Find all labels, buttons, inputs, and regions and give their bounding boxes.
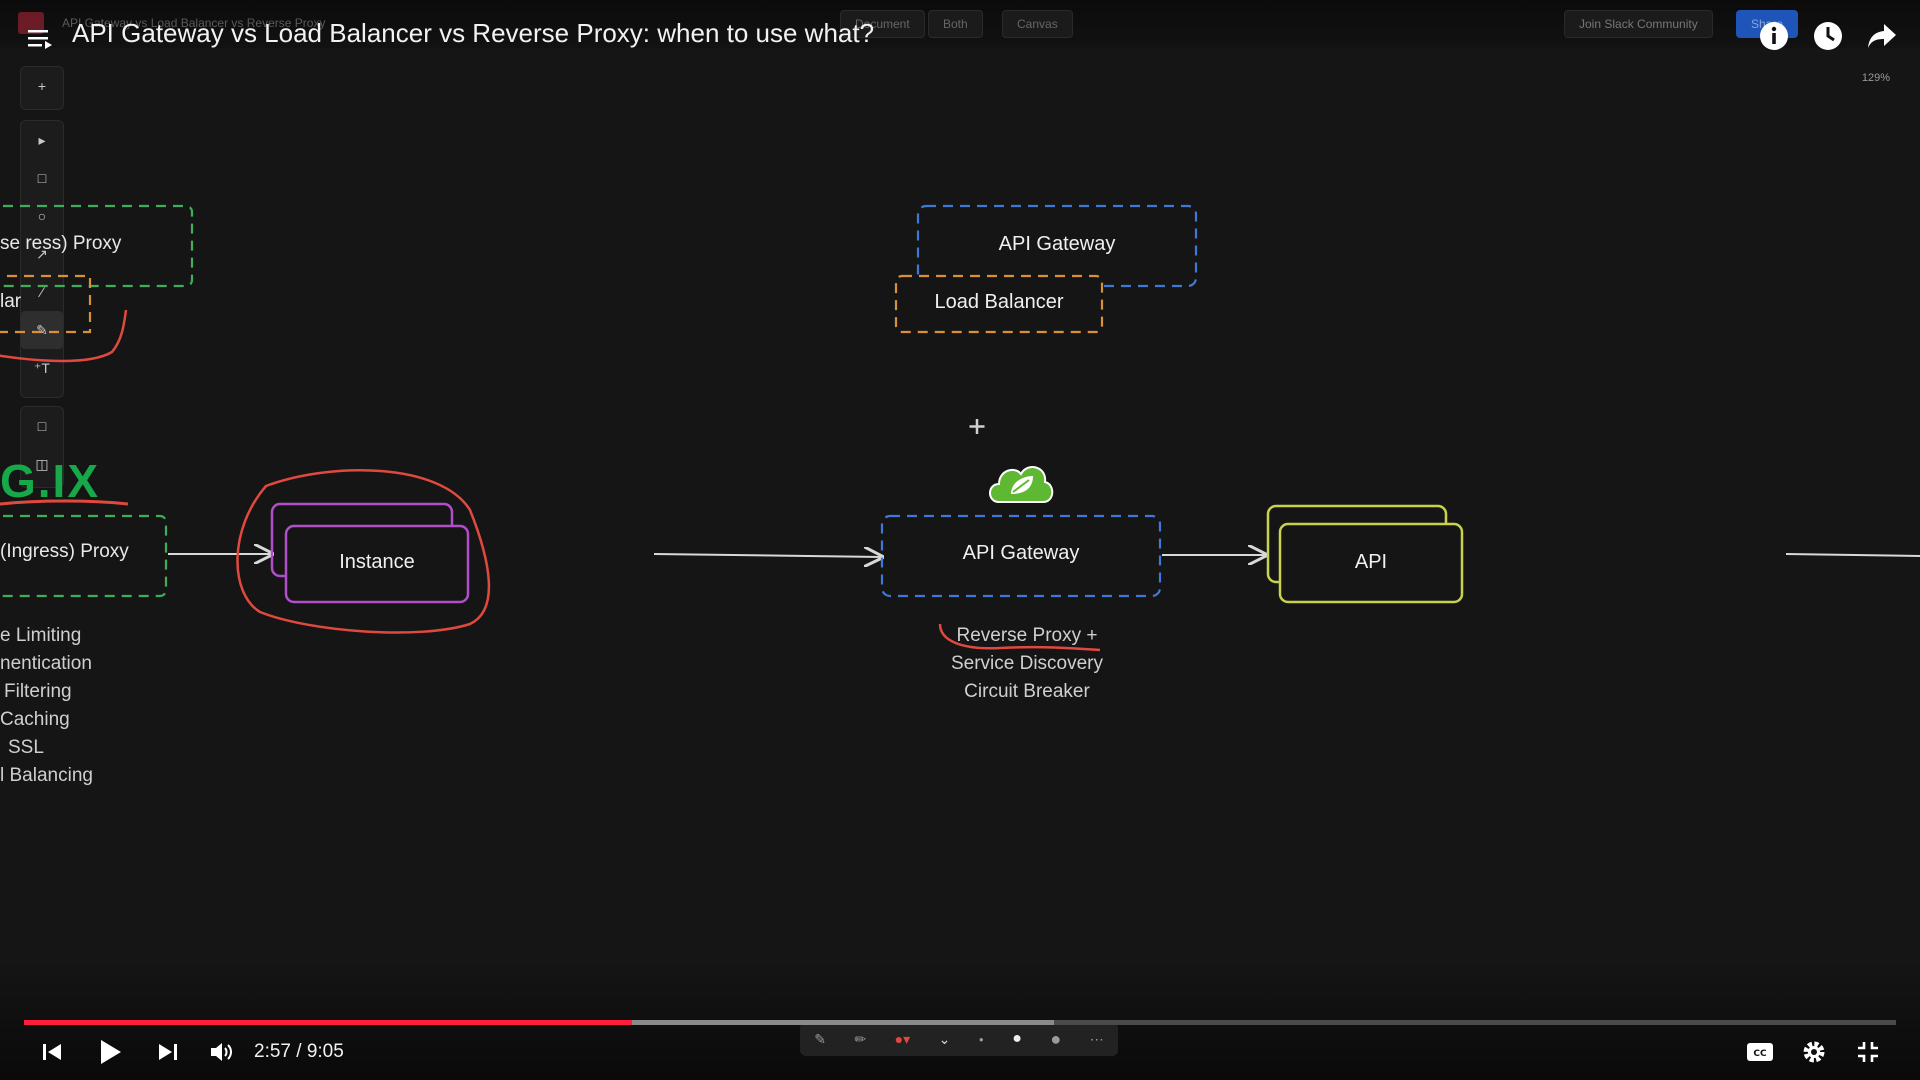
list-item: Filtering: [4, 681, 72, 702]
drawing-style-bar: ✎ ✏ ●▾ ⌄ ● ● ● ⋯: [800, 1022, 1118, 1056]
extra-toolbox: □ ◫: [20, 406, 64, 488]
tab-both[interactable]: Both: [928, 10, 983, 38]
video-title[interactable]: API Gateway vs Load Balancer vs Reverse …: [72, 18, 875, 48]
top-api-gateway-label: API Gateway: [998, 233, 1116, 255]
list-item: SSL: [8, 737, 44, 758]
join-slack-button[interactable]: Join Slack Community: [1564, 10, 1713, 38]
closed-captions-icon[interactable]: CC: [1742, 1034, 1778, 1070]
more-icon[interactable]: ⋯: [1089, 1030, 1104, 1047]
previous-icon[interactable]: [34, 1034, 70, 1070]
stroke-small[interactable]: ●: [978, 1034, 984, 1044]
share-icon[interactable]: [1864, 18, 1900, 54]
add-toolbox: +: [20, 66, 64, 110]
red-underline-notes: [938, 623, 1101, 652]
gear-icon[interactable]: [1796, 1034, 1832, 1070]
list-item: e Limiting: [0, 625, 82, 646]
pencil-icon[interactable]: ✎: [21, 311, 63, 349]
exit-fullscreen-icon[interactable]: [1850, 1034, 1886, 1070]
arrow-icon[interactable]: ↗: [36, 245, 48, 262]
rectangle-icon[interactable]: □: [37, 170, 47, 186]
pen-style-icon[interactable]: ✎: [814, 1030, 826, 1047]
list-item: nentication: [0, 653, 92, 674]
stroke-medium[interactable]: ●: [1012, 1030, 1022, 1047]
play-icon[interactable]: [92, 1034, 128, 1070]
drawing-toolbox: ▸ □ ○ ↗ ∕ ✎ ⁺T: [20, 120, 64, 398]
progress-played: [24, 1020, 633, 1025]
frame-icon[interactable]: □: [37, 418, 47, 434]
highlighter-icon[interactable]: ✏: [854, 1030, 867, 1047]
nginx-logo-text: G.IX: [0, 455, 101, 507]
clock-icon[interactable]: [1810, 18, 1846, 54]
top-load-balancer-label: Load Balancer: [934, 291, 1064, 313]
background-doc-title: API Gateway vs Load Balancer vs Reverse …: [62, 16, 326, 30]
red-scribble-top: [0, 309, 128, 363]
list-item: Service Discovery: [950, 653, 1104, 674]
comment-icon[interactable]: ◫: [35, 455, 49, 472]
next-icon[interactable]: [150, 1034, 186, 1070]
left-lb-label: lar: [0, 291, 22, 312]
color-picker[interactable]: ●▾: [894, 1030, 911, 1047]
app-logo: [18, 12, 44, 34]
mid-api-gateway-box: [880, 514, 1162, 598]
mid-api-gateway-label: API Gateway: [962, 542, 1080, 564]
nginx-underline: [0, 499, 129, 506]
tab-canvas[interactable]: Canvas: [1002, 10, 1073, 38]
list-item: Circuit Breaker: [964, 681, 1090, 702]
svg-text:CC: CC: [1753, 1049, 1767, 1059]
volume-icon[interactable]: [204, 1034, 240, 1070]
chevron-down-icon[interactable]: ⌄: [938, 1030, 951, 1047]
progress-bar[interactable]: [24, 1020, 1896, 1025]
red-circle-instance: [236, 469, 491, 634]
cursor-icon[interactable]: ▸: [38, 131, 46, 148]
arrow-to-gateway: [653, 554, 882, 557]
left-proxy-bottom-label: (Ingress) Proxy: [0, 541, 129, 562]
left-proxy-box-top: [0, 204, 194, 288]
left-proxy-top-label: se ress) Proxy: [0, 233, 122, 254]
list-item: l Balancing: [0, 765, 93, 786]
left-lb-box: [0, 274, 92, 334]
left-proxy-box-bottom: [0, 514, 168, 598]
api-box-front: [1278, 522, 1464, 604]
playlist-menu-icon[interactable]: [22, 20, 58, 56]
spring-cloud-logo: [985, 454, 1055, 506]
stroke-large[interactable]: ●: [1050, 1028, 1062, 1049]
api-label: API: [1354, 551, 1388, 573]
instance-box-front: [284, 524, 470, 604]
line-icon[interactable]: ∕: [40, 284, 44, 300]
list-item: Reverse Proxy +: [956, 625, 1098, 646]
info-icon[interactable]: [1756, 18, 1792, 54]
zoom-level[interactable]: 129%: [1861, 72, 1890, 84]
plus-icon[interactable]: +: [37, 78, 47, 94]
list-item: Caching: [0, 709, 70, 730]
tab-document[interactable]: Document: [840, 10, 925, 38]
ellipse-icon[interactable]: ○: [37, 208, 47, 224]
crosshair-cursor: [969, 419, 985, 434]
time-display: 2:57 / 9:05: [254, 1041, 344, 1062]
video-title-bar: API Gateway vs Load Balancer vs Reverse …: [0, 0, 1920, 50]
text-icon[interactable]: ⁺T: [34, 359, 50, 376]
top-load-balancer-box: [894, 274, 1104, 334]
instance-label: Instance: [339, 551, 415, 573]
arrow-right-partial: [1785, 553, 1920, 557]
